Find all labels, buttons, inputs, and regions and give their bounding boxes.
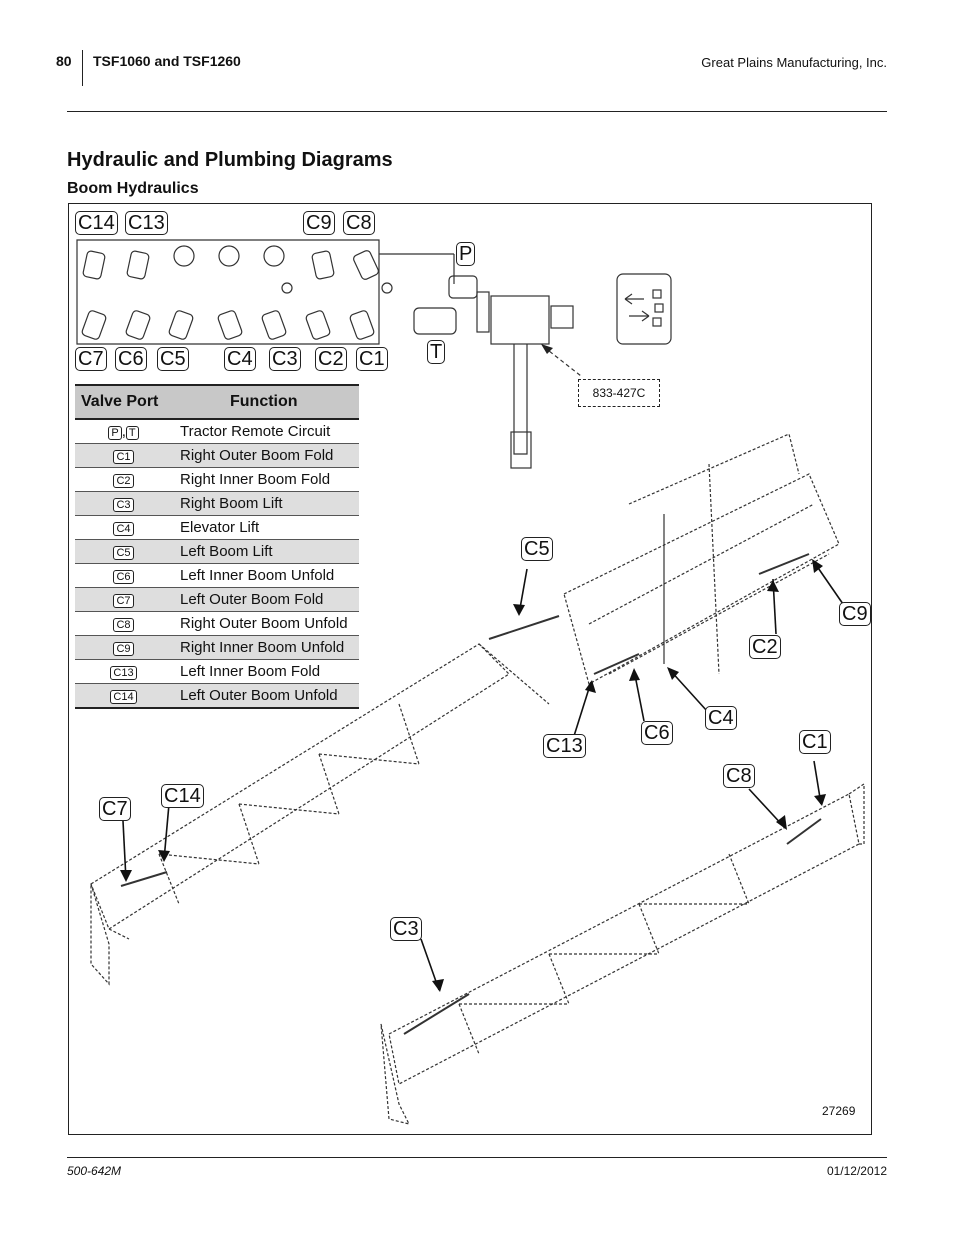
table-row: C8 Right Outer Boom Unfold [75, 611, 359, 636]
part-reference: 833-427C [578, 379, 660, 407]
port-cell: C7 [75, 587, 172, 612]
port-tag: C9 [113, 642, 134, 656]
footer-rule [67, 1157, 887, 1158]
footer-date: 01/12/2012 [826, 1164, 887, 1178]
callout-c7-manifold: C7 [75, 347, 107, 371]
port-cell: C9 [75, 635, 172, 660]
port-tag: C13 [110, 666, 137, 680]
port-tag: P [108, 426, 122, 440]
callout-c14-boom: C14 [161, 784, 204, 808]
callout-c1-manifold: C1 [356, 347, 388, 371]
table-row: C2 Right Inner Boom Fold [75, 467, 359, 492]
function-cell: Right Boom Lift [172, 491, 359, 516]
hydraulic-diagram-drawing [76, 239, 865, 1125]
callout-c5-manifold: C5 [157, 347, 189, 371]
top-fittings [82, 245, 393, 294]
bottom-fittings [81, 310, 375, 340]
table-row: C4 Elevator Lift [75, 515, 359, 540]
port-cell: P,T [75, 419, 172, 444]
callout-c3-boom: C3 [390, 917, 422, 941]
port-tag: C6 [113, 570, 134, 584]
function-cell: Left Outer Boom Fold [172, 587, 359, 612]
function-cell: Tractor Remote Circuit [172, 419, 359, 444]
callout-c2-manifold: C2 [315, 347, 347, 371]
table-row: P,T Tractor Remote Circuit [75, 419, 359, 444]
table-header-row: Valve Port Function [75, 385, 359, 419]
callout-c8-manifold: C8 [343, 211, 375, 235]
port-cell: C3 [75, 491, 172, 516]
callout-c7-boom: C7 [99, 797, 131, 821]
port-cell: C8 [75, 611, 172, 636]
doc-title: TSF1060 and TSF1260 [93, 53, 241, 69]
port-cell: C1 [75, 443, 172, 468]
hydraulic-cylinders [120, 553, 822, 1035]
center-frame [563, 433, 840, 685]
port-cell: C5 [75, 539, 172, 564]
manifold-block [76, 239, 380, 345]
table-row: C13 Left Inner Boom Fold [75, 659, 359, 684]
port-tag: C14 [110, 690, 137, 704]
left-boom-truss [90, 643, 550, 986]
port-tag: C7 [113, 594, 134, 608]
port-tag: C1 [113, 450, 134, 464]
port-cell: C13 [75, 659, 172, 684]
callout-c6-manifold: C6 [115, 347, 147, 371]
valve-port-table: Valve Port Function P,T Tractor Remote C… [75, 384, 359, 709]
function-cell: Left Inner Boom Fold [172, 659, 359, 684]
callout-c6-boom: C6 [641, 721, 673, 745]
table-row: C6 Left Inner Boom Unfold [75, 563, 359, 588]
function-cell: Left Outer Boom Unfold [172, 683, 359, 709]
port-tag: T [125, 426, 139, 440]
callout-c13-boom: C13 [543, 734, 586, 758]
column-header-valve-port: Valve Port [81, 393, 159, 410]
callout-c8-boom: C8 [723, 764, 755, 788]
boom-hydraulics-figure: C14 C13 C9 C8 P C7 C6 C5 C4 C3 C2 C1 T 8… [68, 203, 872, 1135]
port-cell: C6 [75, 563, 172, 588]
table-row: C14 Left Outer Boom Unfold [75, 683, 359, 709]
function-cell: Left Inner Boom Unfold [172, 563, 359, 588]
footer-part-number: 500-642M [67, 1164, 122, 1178]
callout-c2-boom: C2 [749, 635, 781, 659]
header-divider [82, 50, 83, 86]
page-number: 80 [56, 53, 72, 69]
callout-c13-manifold: C13 [125, 211, 168, 235]
function-cell: Right Inner Boom Unfold [172, 635, 359, 660]
port-tag: C5 [113, 546, 134, 560]
callout-c4-manifold: C4 [224, 347, 256, 371]
table-row: C1 Right Outer Boom Fold [75, 443, 359, 468]
callout-p-port: P [456, 242, 476, 266]
port-tag: C3 [113, 498, 134, 512]
callout-c4-boom: C4 [705, 706, 737, 730]
function-cell: Left Boom Lift [172, 539, 359, 564]
table-row: C9 Right Inner Boom Unfold [75, 635, 359, 660]
function-cell: Elevator Lift [172, 515, 359, 540]
callout-c14-manifold: C14 [75, 211, 118, 235]
company-name: Great Plains Manufacturing, Inc. [701, 55, 887, 70]
right-boom-truss [380, 782, 865, 1125]
decal-symbol [616, 273, 672, 345]
figure-number: 27269 [822, 1104, 856, 1118]
function-cell: Right Outer Boom Unfold [172, 611, 359, 636]
port-cell: C2 [75, 467, 172, 492]
callout-c9-manifold: C9 [303, 211, 335, 235]
callout-c1-boom: C1 [799, 730, 831, 754]
port-tag: C2 [113, 474, 134, 488]
port-cell: C4 [75, 515, 172, 540]
port-cell: C14 [75, 683, 172, 709]
port-tag: C8 [113, 618, 134, 632]
function-cell: Right Inner Boom Fold [172, 467, 359, 492]
subsection-title: Boom Hydraulics [67, 180, 199, 197]
callout-c9-boom: C9 [839, 602, 871, 626]
port-tag: C4 [113, 522, 134, 536]
table-row: C5 Left Boom Lift [75, 539, 359, 564]
section-title: Hydraulic and Plumbing Diagrams [67, 149, 393, 171]
header-rule [67, 111, 887, 112]
callout-c5-boom: C5 [521, 537, 553, 561]
callout-c3-manifold: C3 [269, 347, 301, 371]
function-cell: Right Outer Boom Fold [172, 443, 359, 468]
table-row: C3 Right Boom Lift [75, 491, 359, 516]
column-header-function: Function [230, 393, 298, 410]
table-row: C7 Left Outer Boom Fold [75, 587, 359, 612]
callout-t-port: T [427, 340, 446, 364]
